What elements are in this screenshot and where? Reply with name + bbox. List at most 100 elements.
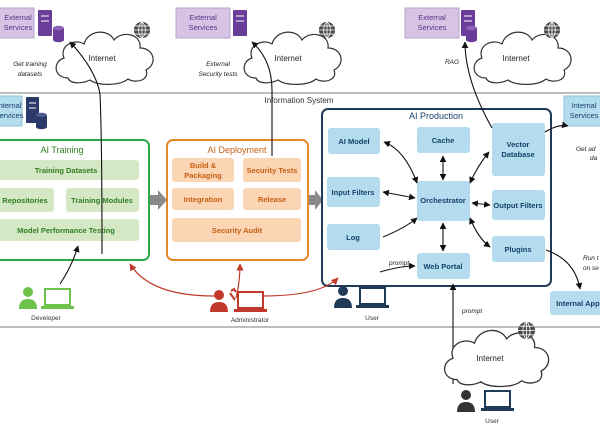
svg-text:RAG: RAG <box>445 59 459 66</box>
database-icon <box>53 25 64 43</box>
svg-text:User: User <box>485 418 500 425</box>
svg-text:Services: Services <box>570 111 599 120</box>
svg-text:Input Filters: Input Filters <box>332 188 375 197</box>
svg-text:datasets: datasets <box>18 71 43 78</box>
svg-text:Cache: Cache <box>432 136 455 145</box>
svg-text:Log: Log <box>346 233 360 242</box>
ai-deployment-panel: AI Deployment Build & Packaging Security… <box>166 139 309 261</box>
svg-text:on se: on se <box>583 265 599 272</box>
ai-production-panel: AI Production AI Model Cache Vector Data… <box>321 108 552 287</box>
wrench-icon <box>229 287 237 301</box>
svg-text:Developer: Developer <box>31 315 61 322</box>
production-connectors <box>382 141 491 252</box>
security-tests-box: Security Tests <box>243 158 301 182</box>
cloud-label: Internet <box>502 54 530 63</box>
laptop-icon <box>481 390 514 411</box>
svg-text:Release: Release <box>258 195 286 204</box>
administrator-arrows <box>129 263 339 299</box>
svg-text:Security Tests: Security Tests <box>247 166 298 175</box>
svg-text:AI Model: AI Model <box>338 137 369 146</box>
svg-text:Services: Services <box>418 23 447 32</box>
svg-text:Build &: Build & <box>190 161 217 170</box>
globe-icon <box>517 321 536 340</box>
output-filters-box: Output Filters <box>492 190 545 220</box>
internet-cloud-left: Internet <box>55 21 154 85</box>
external-services-right: External Services <box>404 7 477 43</box>
internet-cloud-middle: Internet <box>243 21 342 85</box>
security-audit-box: Security Audit <box>172 218 301 242</box>
svg-text:da: da <box>590 155 598 162</box>
internet-cloud-bottom: Internet <box>443 321 550 388</box>
internal-apps-box: Internal Apps <box>550 291 600 315</box>
pipeline-arrow-deployment-to-production <box>309 190 323 210</box>
svg-text:External: External <box>4 13 32 22</box>
external-services-middle: External Services <box>175 7 247 39</box>
svg-text:User: User <box>365 315 380 322</box>
user-bottom-actor: User <box>457 390 514 425</box>
svg-text:Database: Database <box>501 150 534 159</box>
globe-icon <box>543 21 561 39</box>
plugins-box: Plugins <box>492 236 545 262</box>
cache-box: Cache <box>417 127 470 153</box>
person-icon <box>210 290 228 312</box>
globe-icon <box>318 21 336 39</box>
svg-text:Training Datasets: Training Datasets <box>35 166 98 175</box>
svg-text:External: External <box>206 61 230 68</box>
ai-model-box: AI Model <box>328 128 380 154</box>
external-services-left: External Services <box>0 7 64 43</box>
user-actor: User <box>334 286 389 322</box>
svg-text:Web Portal: Web Portal <box>423 262 462 271</box>
internal-services-right: Internal Services <box>563 95 600 127</box>
svg-text:Vector: Vector <box>507 140 530 149</box>
training-modules-box: Training Modules <box>66 188 139 212</box>
cloud-label: Internet <box>476 354 504 363</box>
person-icon <box>457 390 475 412</box>
information-system-title: Information System <box>265 96 334 105</box>
laptop-icon <box>41 288 74 309</box>
svg-text:Security tests: Security tests <box>198 71 238 78</box>
svg-text:Services: Services <box>189 23 218 32</box>
ai-production-title: AI Production <box>409 111 463 121</box>
database-icon <box>36 112 47 130</box>
repositories-box: Repositories <box>0 188 54 212</box>
svg-text:Internal: Internal <box>571 101 596 110</box>
svg-text:External: External <box>418 13 446 22</box>
svg-text:Packaging: Packaging <box>184 171 222 180</box>
svg-text:Services: Services <box>0 111 24 120</box>
log-box: Log <box>327 224 380 250</box>
svg-text:Services: Services <box>4 23 33 32</box>
pipeline-arrow-training-to-deployment <box>150 190 167 210</box>
database-icon <box>466 25 477 43</box>
developer-actor: Developer <box>19 287 74 322</box>
person-icon <box>334 286 352 308</box>
svg-text:Get ad: Get ad <box>576 146 596 153</box>
internet-cloud-right: Internet <box>473 21 572 85</box>
svg-text:Model Performance Testing: Model Performance Testing <box>17 226 115 235</box>
build-packaging-box: Build & Packaging <box>172 158 234 182</box>
training-datasets-box: Training Datasets <box>0 160 139 180</box>
integration-box: Integration <box>172 188 234 210</box>
ai-deployment-title: AI Deployment <box>207 145 267 155</box>
input-filters-box: Input Filters <box>327 177 380 207</box>
svg-text:Administrator: Administrator <box>231 317 270 324</box>
cloud-label: Internet <box>88 54 116 63</box>
internal-services-left: Internal Services <box>0 95 47 130</box>
laptop-icon <box>356 287 389 308</box>
web-portal-box: Web Portal <box>417 253 470 279</box>
server-icon <box>38 10 52 36</box>
svg-text:Internal Apps: Internal Apps <box>556 299 600 308</box>
svg-text:Security Audit: Security Audit <box>212 226 263 235</box>
server-icon <box>26 97 39 123</box>
person-icon <box>19 287 37 309</box>
svg-text:Orchestrator: Orchestrator <box>420 196 466 205</box>
administrator-actor: Administrator <box>210 287 270 324</box>
release-box: Release <box>243 188 301 210</box>
svg-text:prompt: prompt <box>388 260 410 267</box>
information-system-frame: Information System <box>0 92 600 328</box>
svg-text:Plugins: Plugins <box>504 245 531 254</box>
svg-text:Integration: Integration <box>184 195 223 204</box>
svg-text:Get training: Get training <box>13 61 47 68</box>
ai-training-title: AI Training <box>40 145 83 155</box>
server-icon <box>233 10 247 36</box>
vector-database-box: Vector Database <box>492 123 545 176</box>
